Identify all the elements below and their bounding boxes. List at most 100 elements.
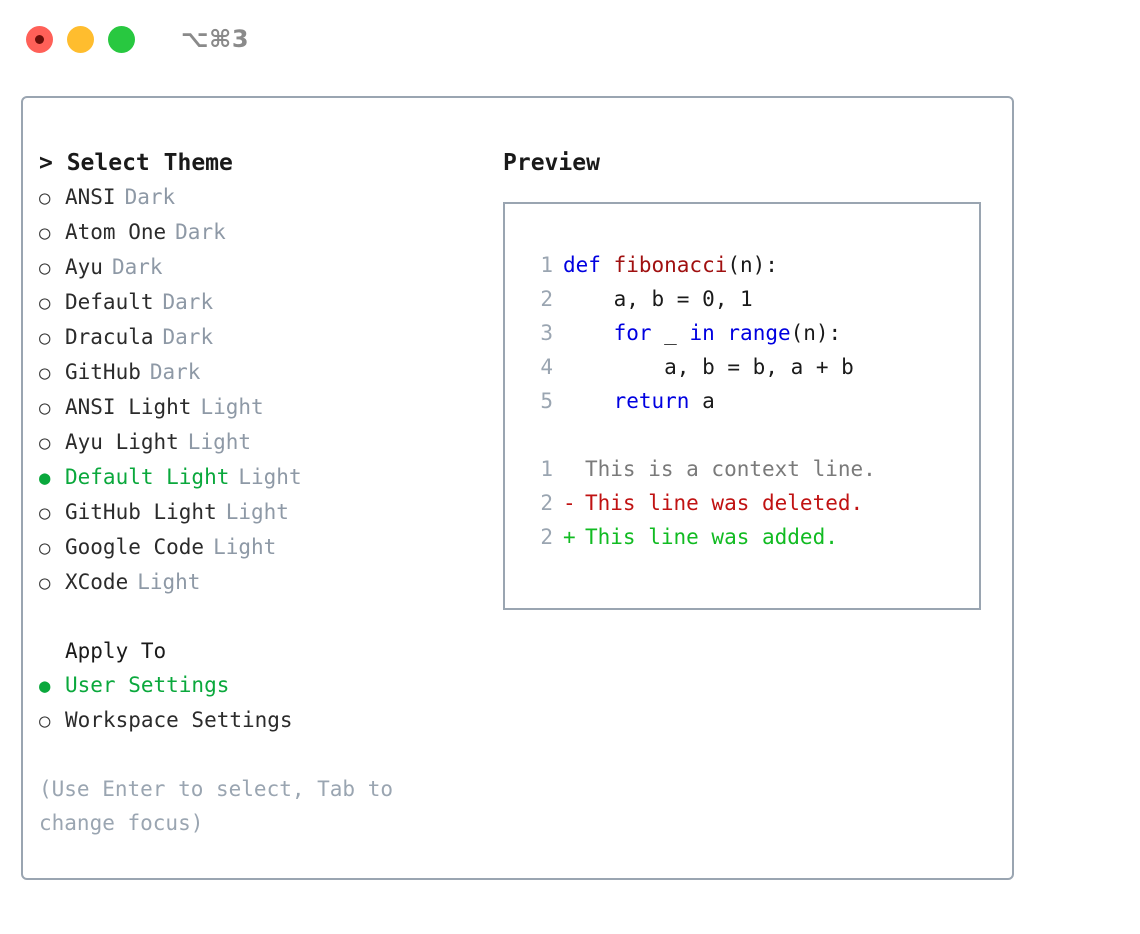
theme-name: Default xyxy=(65,290,154,314)
line-number: 1 xyxy=(540,457,553,481)
theme-name: Default Light xyxy=(65,465,230,489)
code-text: a, b = b, a + b xyxy=(563,350,854,384)
diff-line: 2-This line was deleted. xyxy=(525,486,979,520)
radio-unselected-icon[interactable]: ○ xyxy=(39,257,51,279)
preview-title: Preview xyxy=(503,150,600,176)
line-number: 3 xyxy=(540,321,553,345)
theme-category-label: Dark xyxy=(124,185,176,209)
code-line: 2 a, b = 0, 1 xyxy=(525,282,979,316)
plain-token: a, b = 0, 1 xyxy=(563,287,753,311)
close-dot-icon xyxy=(35,34,44,44)
theme-category-label: Light xyxy=(213,535,277,559)
plain-token xyxy=(563,389,614,413)
theme-name: Dracula xyxy=(65,325,154,349)
code-line: 4 a, b = b, a + b xyxy=(525,350,979,384)
title-bar: ⌥⌘3 xyxy=(0,0,1140,78)
line-number: 5 xyxy=(540,389,553,413)
page-title: > Select Theme xyxy=(39,150,233,176)
radio-unselected-icon[interactable]: ○ xyxy=(39,222,51,244)
line-number: 2 xyxy=(540,525,553,549)
radio-unselected-icon[interactable]: ○ xyxy=(39,710,51,732)
keyword-token: for xyxy=(613,321,652,345)
plain-token: _ xyxy=(651,321,690,345)
radio-unselected-icon[interactable]: ○ xyxy=(39,537,51,559)
theme-list-item[interactable]: ○ GitHub Dark xyxy=(39,355,493,390)
radio-unselected-icon[interactable]: ○ xyxy=(39,572,51,594)
apply-to-item[interactable]: ● User Settings xyxy=(39,668,493,703)
line-number: 1 xyxy=(540,253,553,277)
diff-text: This is a context line. xyxy=(585,457,876,481)
diff-line: 2+This line was added. xyxy=(525,520,979,554)
diff-marker: - xyxy=(563,491,576,515)
line-number: 2 xyxy=(540,287,553,311)
theme-list-item[interactable]: ● Default Light Light xyxy=(39,460,493,495)
theme-name: Ayu xyxy=(65,255,103,279)
minimize-icon[interactable] xyxy=(67,25,94,53)
maximize-icon[interactable] xyxy=(108,25,135,53)
apply-to-list[interactable]: ● User Settings ○ Workspace Settings xyxy=(39,668,493,738)
window-controls xyxy=(26,25,135,53)
theme-category-label: Light xyxy=(137,570,201,594)
keyword-token: def xyxy=(563,253,614,277)
line-number: 2 xyxy=(540,491,553,515)
theme-name: XCode xyxy=(65,570,129,594)
code-text: for _ in range(n): xyxy=(563,316,842,350)
radio-unselected-icon[interactable]: ○ xyxy=(39,397,51,419)
theme-name: GitHub Light xyxy=(65,500,217,524)
apply-to-item[interactable]: ○ Workspace Settings xyxy=(39,703,493,738)
line-number: 4 xyxy=(540,355,553,379)
theme-category-label: Light xyxy=(238,465,302,489)
plain-token: a xyxy=(689,389,715,413)
radio-unselected-icon[interactable]: ○ xyxy=(39,362,51,384)
radio-unselected-icon[interactable]: ○ xyxy=(39,502,51,524)
diff-line: 1 This is a context line. xyxy=(525,452,979,486)
plain-token xyxy=(715,321,728,345)
theme-name: ANSI Light xyxy=(65,395,192,419)
preview-gap xyxy=(525,418,979,452)
theme-category-label: Dark xyxy=(149,360,201,384)
code-line: 1 def fibonacci(n): xyxy=(525,248,979,282)
close-icon[interactable] xyxy=(26,25,53,53)
code-line: 3 for _ in range(n): xyxy=(525,316,979,350)
radio-unselected-icon[interactable]: ○ xyxy=(39,432,51,454)
radio-unselected-icon[interactable]: ○ xyxy=(39,292,51,314)
theme-list-item[interactable]: ○ XCode Light xyxy=(39,565,493,600)
diff-text: This line was added. xyxy=(585,525,838,549)
plain-token: (n): xyxy=(790,321,842,345)
plain-token: a, b = b, a + b xyxy=(563,355,854,379)
radio-unselected-icon[interactable]: ○ xyxy=(39,187,51,209)
apply-to-title: Apply To xyxy=(65,639,167,663)
keyword-token: return xyxy=(613,389,690,413)
theme-name: GitHub xyxy=(65,360,141,384)
theme-category-label: Dark xyxy=(111,255,163,279)
theme-name: ANSI xyxy=(65,185,116,209)
radio-selected-icon[interactable]: ● xyxy=(39,467,51,489)
list-spacer xyxy=(39,600,493,634)
keyword-token: range xyxy=(727,321,791,345)
code-line: 5 return a xyxy=(525,384,979,418)
theme-list-item[interactable]: ○ ANSI Dark xyxy=(39,180,493,215)
code-text: def fibonacci(n): xyxy=(563,248,778,282)
radio-selected-icon[interactable]: ● xyxy=(39,675,51,697)
theme-name: Ayu Light xyxy=(65,430,179,454)
radio-unselected-icon[interactable]: ○ xyxy=(39,327,51,349)
diff-sample: 1 This is a context line.2-This line was… xyxy=(525,452,979,554)
apply-to-label: Workspace Settings xyxy=(65,708,293,732)
code-text: a, b = 0, 1 xyxy=(563,282,753,316)
diff-marker xyxy=(563,452,585,486)
apply-to-label: User Settings xyxy=(65,673,230,697)
theme-list-item[interactable]: ○ Ayu Dark xyxy=(39,250,493,285)
